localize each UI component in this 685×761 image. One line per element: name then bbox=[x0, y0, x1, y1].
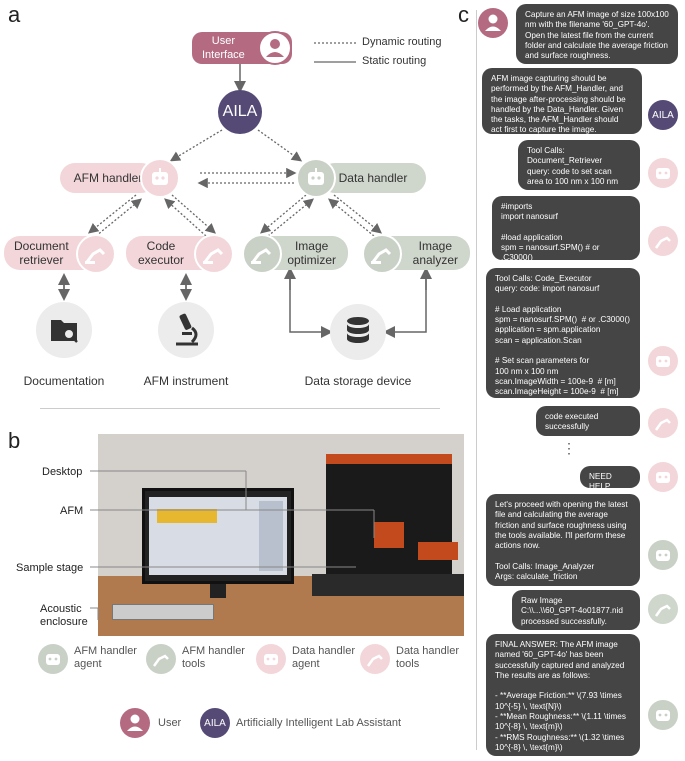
afm-tools-legend-label: AFM handler tools bbox=[182, 645, 245, 670]
data-agent-legend-icon bbox=[256, 644, 286, 674]
chat-message-final-answer: FINAL ANSWER: The AFM image named '60_GP… bbox=[486, 634, 640, 756]
desktop-label: Desktop bbox=[42, 466, 83, 478]
aila-avatar: AILA bbox=[648, 100, 678, 130]
monitor-stand bbox=[210, 584, 226, 598]
legend-static-routing: Static routing bbox=[362, 55, 427, 67]
code-executor-avatar bbox=[648, 408, 678, 438]
chat-message-retrieved-code: #imports import nanosurf #load applicati… bbox=[492, 196, 640, 260]
data-handler-avatar bbox=[648, 540, 678, 570]
chat-message-image-processed: Raw Image C:\\...\\60_GPT-4o01877.nid pr… bbox=[512, 590, 640, 630]
afm-handler-avatar bbox=[648, 346, 678, 376]
controller-box bbox=[418, 542, 458, 560]
afm-head bbox=[374, 522, 404, 548]
lab-photo bbox=[98, 434, 464, 636]
legend-dynamic-routing: Dynamic routing bbox=[362, 36, 442, 48]
monitor bbox=[142, 488, 294, 584]
data-handler-node: Data handler bbox=[320, 163, 426, 193]
panel-label-c: c bbox=[458, 2, 469, 27]
chat-message-code-executed: code executed successfully bbox=[536, 406, 640, 436]
sample-stage-table bbox=[312, 574, 464, 596]
aila-legend-icon: AILA bbox=[200, 708, 230, 738]
data-handler-robot-icon bbox=[296, 158, 336, 198]
robot-arm-icon bbox=[242, 234, 282, 274]
robot-arm-icon bbox=[76, 234, 116, 274]
afm-agent-legend-label: AFM handler agent bbox=[74, 645, 137, 670]
microscope-icon bbox=[158, 302, 214, 358]
data-handler-avatar bbox=[648, 700, 678, 730]
panel-label-a: a bbox=[8, 2, 21, 27]
user-legend-icon bbox=[120, 708, 150, 738]
afm-handler-avatar bbox=[648, 462, 678, 492]
data-tools-legend-icon bbox=[360, 644, 390, 674]
afm-handler-avatar bbox=[648, 158, 678, 188]
documentation-icon bbox=[36, 302, 92, 358]
afm-handler-robot-icon bbox=[140, 158, 180, 198]
database-icon bbox=[330, 304, 386, 360]
user-legend-label: User bbox=[158, 717, 182, 729]
screen-sidebar bbox=[259, 501, 283, 571]
chat-message-need-help: NEED HELP bbox=[580, 466, 640, 488]
afm-handler-node: AFM handler bbox=[60, 163, 156, 193]
panel-divider bbox=[476, 10, 477, 750]
chat-message-tool-call-executor: Tool Calls: Code_Executor query: code: i… bbox=[486, 268, 640, 398]
data-agent-legend-label: Data handler agent bbox=[292, 645, 355, 670]
robot-arm-icon bbox=[362, 234, 402, 274]
section-divider bbox=[40, 408, 440, 409]
data-storage-label: Data storage device bbox=[304, 374, 412, 388]
document-retriever-avatar bbox=[648, 226, 678, 256]
keyboard bbox=[112, 604, 214, 620]
afm-agent-legend-icon bbox=[38, 644, 68, 674]
user-avatar bbox=[478, 8, 508, 38]
documentation-label: Documentation bbox=[23, 374, 105, 388]
sample-stage-label: Sample stage bbox=[16, 562, 84, 574]
chat-message-tool-call-retriever: Tool Calls: Document_Retriever query: co… bbox=[518, 140, 640, 190]
chat-message-data-handler-plan: Let's proceed with opening the latest fi… bbox=[486, 494, 640, 586]
aila-node: AILA bbox=[218, 90, 262, 134]
enclosure-lid bbox=[326, 454, 452, 464]
user-icon bbox=[258, 31, 292, 65]
acoustic-enclosure-label: Acoustic enclosure bbox=[40, 603, 88, 628]
screen-panel bbox=[157, 509, 217, 523]
afm-tools-legend-icon bbox=[146, 644, 176, 674]
afm-instrument-label: AFM instrument bbox=[143, 374, 229, 388]
ellipsis-indicator: ⋮ bbox=[562, 440, 576, 456]
robot-arm-icon bbox=[194, 234, 234, 274]
image-analyzer-avatar bbox=[648, 594, 678, 624]
data-tools-legend-label: Data handler tools bbox=[396, 645, 459, 670]
chat-message-user-request: Capture an AFM image of size 100x100 nm … bbox=[516, 4, 678, 64]
panel-label-b: b bbox=[8, 428, 21, 453]
aila-legend-label: Artificially Intelligent Lab Assistant bbox=[236, 717, 402, 729]
chat-message-aila-plan: AFM image capturing should be performed … bbox=[482, 68, 642, 134]
routing-arrows bbox=[58, 42, 432, 338]
photo-leader-lines bbox=[90, 470, 375, 620]
afm-label: AFM bbox=[60, 505, 84, 517]
